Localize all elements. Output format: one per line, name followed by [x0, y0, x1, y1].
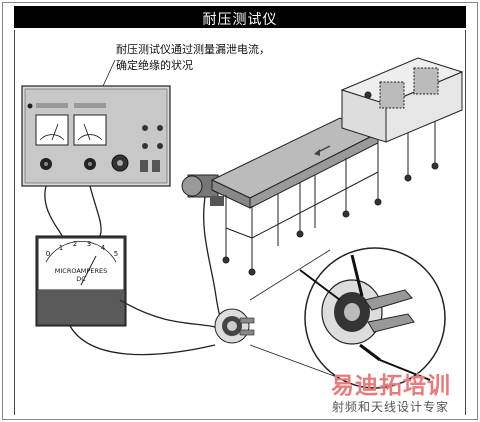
meter-scale-4: 4	[101, 244, 106, 252]
callout-line-top	[249, 249, 331, 301]
test-enclosure	[340, 57, 464, 143]
title-bar: 耐压测试仪	[14, 6, 466, 28]
direction-arrow-head	[314, 149, 320, 156]
right-border-line	[465, 30, 466, 415]
meter-scale-2: 2	[73, 240, 77, 248]
meter-scale-5: 5	[114, 250, 118, 258]
meter-unit-line2: DC	[76, 275, 86, 283]
watermark-brand: 易迪拓培训	[331, 373, 451, 399]
meter-scale-1: 1	[59, 244, 63, 252]
left-border-line	[14, 30, 15, 415]
watermark-slogan: 射频和天线设计专家	[332, 400, 450, 414]
plug-magnified	[299, 247, 446, 389]
conveyor-motor	[181, 174, 224, 206]
meter-scale-3: 3	[87, 240, 91, 248]
microammeter	[35, 235, 127, 327]
plug-small	[214, 308, 255, 344]
callout-line-bottom	[249, 344, 346, 381]
hipot-tester	[21, 85, 171, 187]
meter-scale-0: 0	[46, 250, 50, 258]
meter-unit-line1: MICROAMPERES	[55, 267, 107, 275]
caption-text: 耐压测试仪通过测量漏泄电流， 确定绝缘的状况	[116, 43, 270, 72]
figure-title: 耐压测试仪	[202, 12, 278, 28]
conveyor	[210, 117, 439, 276]
